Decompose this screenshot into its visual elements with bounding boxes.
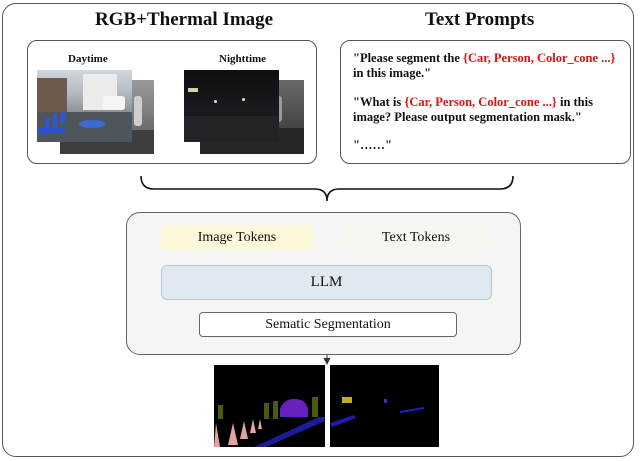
prompt-example-1: "Please segment the {Car, Person, Color_… <box>353 51 616 80</box>
image-tokens: Image Tokens <box>161 225 313 250</box>
llm-block: LLM <box>161 265 492 300</box>
pipeline-frame <box>2 3 634 457</box>
text-prompts-heading: Text Prompts <box>425 9 535 30</box>
daytime-segmentation-output <box>214 365 325 447</box>
nighttime-label: Nighttime <box>219 53 267 65</box>
daytime-rgb-image <box>37 70 132 142</box>
semantic-segmentation-block: Sematic Segmentation <box>199 312 457 337</box>
text-tokens: Text Tokens <box>340 225 492 250</box>
prompt-example-3: "……" <box>353 138 392 152</box>
prompt-example-2: "What is {Car, Person, Color_cone ...} i… <box>353 95 593 124</box>
class-list: {Car, Person, Color_cone ...} <box>404 95 557 109</box>
daytime-label: Daytime <box>68 53 108 65</box>
nighttime-segmentation-output <box>330 365 439 447</box>
rgb-thermal-heading: RGB+Thermal Image <box>95 9 274 30</box>
nighttime-rgb-image <box>184 70 279 142</box>
class-list: {Car, Person, Color_cone ...} <box>463 51 616 65</box>
text-prompts-panel <box>340 40 631 164</box>
